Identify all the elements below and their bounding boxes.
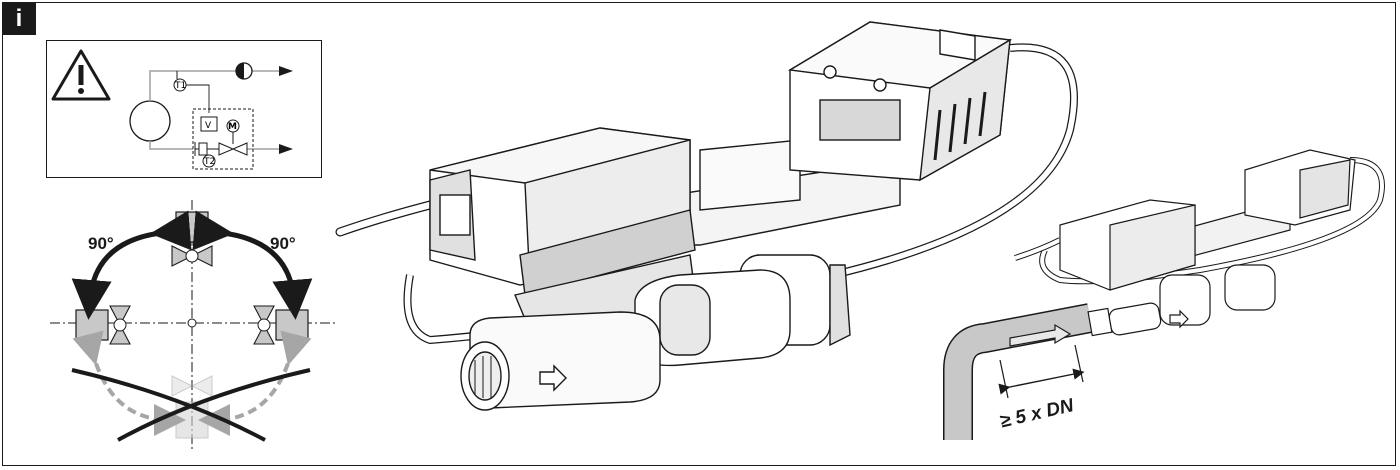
consumer-symbol (129, 100, 171, 142)
supply-line (149, 70, 237, 101)
warning-icon (51, 49, 111, 101)
valve-assembly-box (192, 108, 254, 170)
flow-meter-symbol (200, 116, 218, 132)
info-badge: i (2, 2, 36, 35)
flow-arrow-supply (279, 66, 293, 76)
hydraulic-scheme: T1 V M T2 (51, 49, 293, 170)
m-label: M (228, 122, 237, 132)
return-line (149, 141, 193, 150)
v-label: V (205, 121, 212, 131)
temperature-sensor-t2 (202, 154, 216, 168)
t2-label: T2 (203, 157, 215, 167)
hydraulic-scheme-box: T1 V M T2 (46, 40, 322, 178)
pump-icon (235, 62, 253, 80)
angle-label-left: 90° (88, 234, 114, 253)
angle-label-right: 90° (270, 234, 296, 253)
control-valve-symbol (218, 142, 248, 156)
flow-arrow-return (279, 144, 293, 154)
t1-label: T1 (174, 81, 186, 91)
info-badge-label: i (15, 4, 23, 32)
